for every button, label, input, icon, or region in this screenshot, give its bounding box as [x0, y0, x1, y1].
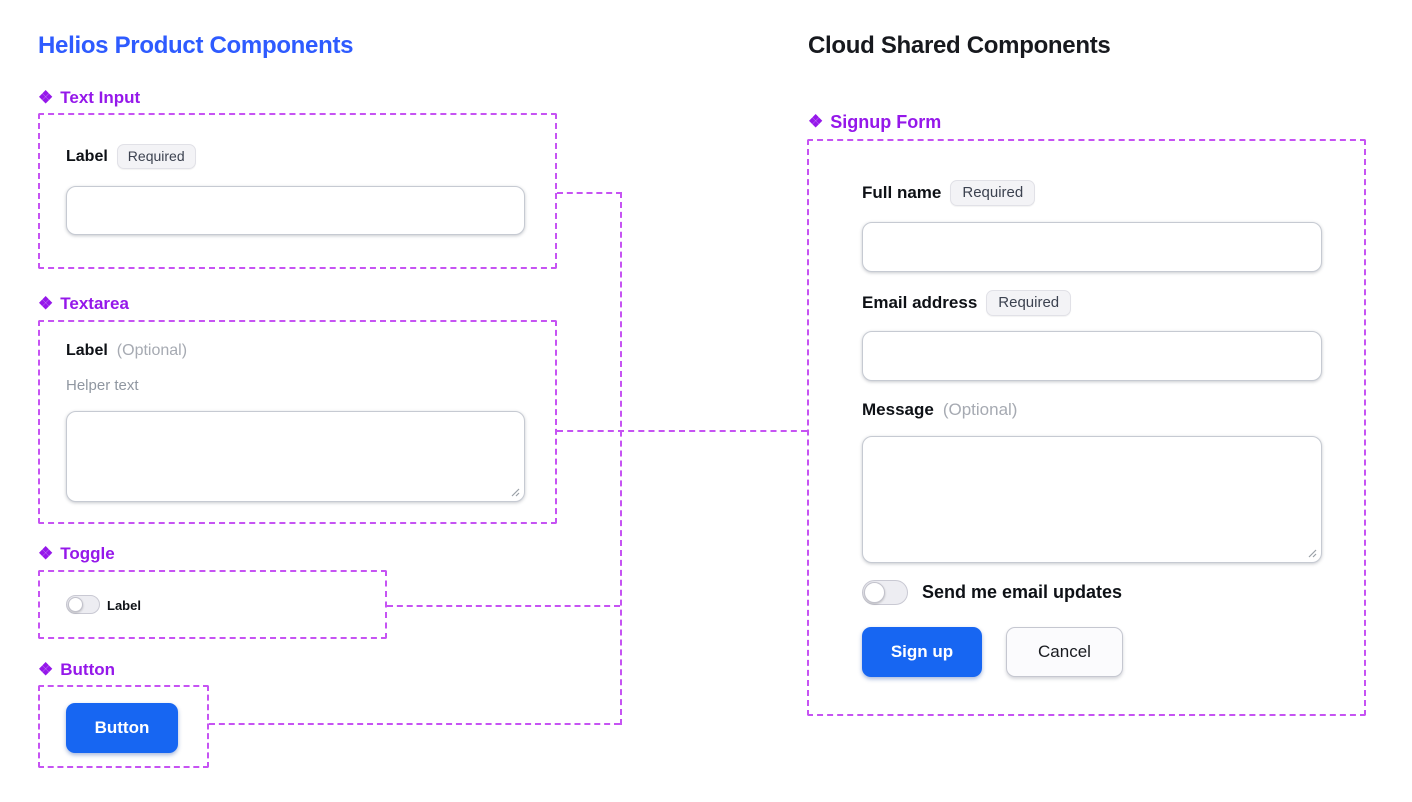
connector-textarea-to-signup — [557, 430, 807, 432]
message-label: Message — [862, 400, 934, 419]
annotation-box-toggle — [38, 570, 387, 639]
section-header-toggle: ❖ Toggle — [38, 544, 115, 564]
email-updates-label: Send me email updates — [922, 582, 1123, 602]
toggle-knob — [864, 582, 885, 603]
connector-toggle — [387, 605, 620, 607]
message-optional-label: (Optional) — [942, 400, 1018, 419]
component-icon: ❖ — [38, 659, 54, 679]
email-label-row: Email address Required — [862, 290, 1072, 316]
annotation-box-text-input — [38, 113, 557, 269]
toggle-switch[interactable] — [66, 595, 100, 614]
component-icon: ❖ — [38, 543, 54, 563]
sign-up-button[interactable]: Sign up — [862, 627, 982, 677]
email-required-badge: Required — [986, 290, 1072, 316]
toggle-label: Label — [107, 598, 141, 613]
component-icon: ❖ — [808, 112, 824, 131]
right-panel-title: Cloud Shared Components — [808, 32, 1111, 59]
section-header-button: ❖ Button — [38, 660, 115, 680]
optional-label: (Optional) — [116, 342, 188, 359]
textarea-label: Label — [66, 342, 108, 359]
section-header-label: Toggle — [60, 544, 115, 563]
connector-button — [209, 723, 620, 725]
section-header-label: Text Input — [60, 88, 141, 107]
annotation-box-textarea — [38, 320, 557, 524]
full-name-label: Full name — [862, 183, 942, 202]
connector-text-input — [557, 192, 622, 194]
section-header-text-input: ❖ Text Input — [38, 88, 140, 108]
text-input-label: Label — [66, 147, 108, 165]
message-textarea-wrap — [862, 436, 1322, 563]
full-name-input[interactable] — [862, 222, 1322, 272]
annotation-box-signup-form — [807, 139, 1366, 716]
full-name-required-badge: Required — [950, 180, 1036, 206]
email-input[interactable] — [862, 331, 1322, 381]
section-header-label: Textarea — [60, 294, 129, 313]
section-header-label: Button — [60, 660, 116, 679]
full-name-label-row: Full name Required — [862, 180, 1036, 206]
textarea-field-wrap — [66, 411, 525, 502]
section-header-textarea: ❖ Textarea — [38, 294, 129, 314]
section-header-signup-form: ❖ Signup Form — [808, 112, 941, 133]
email-label: Email address — [862, 293, 978, 312]
textarea-field[interactable] — [66, 411, 525, 502]
component-icon: ❖ — [38, 87, 54, 107]
message-textarea[interactable] — [862, 436, 1322, 563]
email-updates-toggle[interactable] — [862, 580, 908, 605]
message-label-row: Message (Optional) — [862, 400, 1017, 420]
text-input-field[interactable] — [66, 186, 525, 235]
textarea-label-row: Label (Optional) — [66, 342, 187, 360]
left-panel-title: Helios Product Components — [38, 32, 354, 59]
toggle-knob — [68, 597, 83, 612]
annotation-box-button — [38, 685, 209, 768]
component-icon: ❖ — [38, 293, 54, 313]
connector-trunk — [620, 192, 622, 725]
cancel-button[interactable]: Cancel — [1006, 627, 1123, 677]
text-input-label-row: Label Required — [66, 144, 196, 169]
demo-button[interactable]: Button — [66, 703, 178, 753]
textarea-helper-text: Helper text — [66, 377, 139, 394]
required-badge: Required — [116, 144, 196, 169]
section-header-label: Signup Form — [830, 112, 942, 132]
